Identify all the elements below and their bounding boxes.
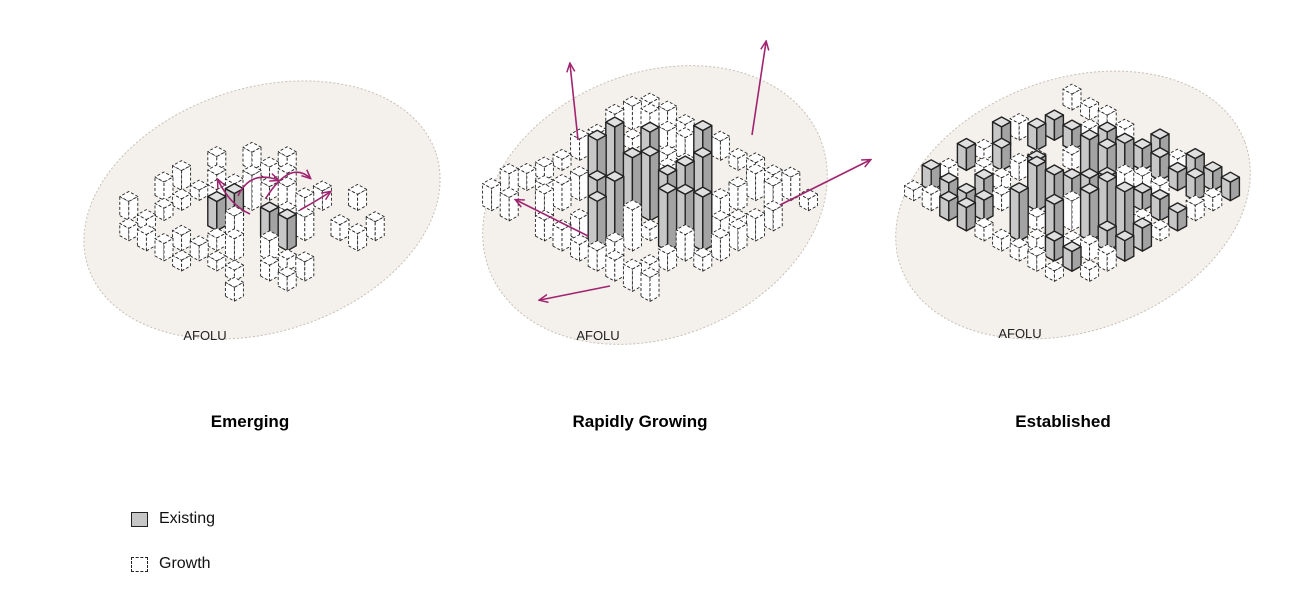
growth-block (588, 241, 606, 271)
growth-block (331, 215, 349, 241)
existing-block (1151, 190, 1169, 221)
existing-block (1221, 172, 1239, 201)
growth-block (190, 236, 208, 261)
growth-block (606, 250, 624, 281)
legend-label-growth: Growth (159, 555, 211, 573)
growth-block (571, 166, 589, 200)
existing-block (606, 171, 624, 241)
growth-block (553, 175, 571, 211)
growth-block (571, 129, 589, 160)
growth-block (659, 244, 677, 271)
growth-block (261, 177, 279, 201)
existing-block (208, 192, 226, 231)
growth-block (711, 228, 729, 261)
growth-block (278, 267, 296, 291)
growth-block (1010, 154, 1028, 181)
growth-block (747, 209, 765, 241)
existing-block (957, 198, 975, 231)
growth-block (225, 277, 243, 301)
growth-block (137, 225, 155, 251)
existing-block (694, 187, 712, 251)
existing-block (1028, 118, 1046, 150)
growth-block (173, 161, 191, 191)
growth-block (764, 201, 782, 231)
growth-block (296, 207, 314, 240)
growth-block (366, 212, 384, 241)
growth-block (729, 219, 747, 251)
growth-block (1063, 84, 1081, 110)
growth-block (1098, 245, 1116, 272)
existing-block (1045, 110, 1063, 140)
stage-caption-established: Established (933, 412, 1193, 432)
existing-block (659, 183, 677, 251)
growth-block (993, 185, 1011, 211)
growth-block (173, 225, 191, 251)
existing-block (1133, 139, 1151, 171)
growth-block (1010, 114, 1028, 141)
growth-block (349, 184, 367, 210)
growth-block (729, 177, 747, 211)
existing-block (1133, 218, 1151, 251)
growth-block (1081, 235, 1099, 262)
existing-block (975, 190, 993, 221)
growth-block (518, 164, 536, 191)
existing-block (957, 139, 975, 171)
growth-block (155, 234, 173, 261)
existing-block (1010, 183, 1028, 241)
region-label-emerging: AFOLU (183, 328, 226, 343)
growth-block (261, 255, 279, 281)
region-label-established: AFOLU (998, 326, 1041, 341)
existing-block (1081, 184, 1099, 241)
growth-block (120, 192, 138, 221)
growth-block (571, 235, 589, 262)
growth-block (711, 131, 729, 160)
existing-block (1063, 242, 1081, 272)
stage-caption-emerging: Emerging (120, 412, 380, 432)
legend-item-existing: Existing (131, 510, 215, 528)
growth-block (1063, 145, 1081, 171)
existing-block (993, 138, 1011, 170)
existing-swatch-icon (131, 512, 148, 527)
growth-block (1186, 195, 1204, 220)
existing-block (1169, 163, 1187, 191)
existing-block (278, 209, 296, 251)
region-label-rapidly-growing: AFOLU (576, 328, 619, 343)
growth-block (641, 268, 659, 302)
growth-block (623, 96, 641, 130)
growth-block (623, 200, 641, 251)
growth-block (1063, 191, 1081, 231)
existing-block (1169, 203, 1187, 231)
growth-block (483, 179, 501, 211)
growth-block (349, 224, 367, 251)
growth-block (676, 225, 694, 261)
existing-block (1133, 183, 1151, 211)
existing-block (1028, 156, 1046, 210)
growth-block (500, 188, 518, 221)
existing-block (940, 191, 958, 220)
stage-caption-rapidly-growing: Rapidly Growing (510, 412, 770, 432)
growth-block (225, 229, 243, 261)
existing-block (641, 146, 659, 221)
growth-block (1028, 246, 1046, 271)
growth-block (155, 172, 173, 200)
growth-block (922, 185, 940, 211)
legend-item-growth: Growth (131, 555, 211, 573)
growth-block (694, 248, 712, 271)
growth-block (296, 252, 314, 281)
growth-swatch-icon (131, 557, 148, 572)
existing-block (1045, 231, 1063, 261)
growth-block (553, 220, 571, 251)
existing-block (1116, 231, 1134, 261)
growth-block (1028, 207, 1046, 231)
growth-block (313, 181, 331, 210)
growth-block (243, 166, 261, 211)
growth-block (747, 164, 765, 201)
growth-block (623, 259, 641, 291)
existing-block (1204, 162, 1222, 191)
legend-label-existing: Existing (159, 510, 215, 528)
